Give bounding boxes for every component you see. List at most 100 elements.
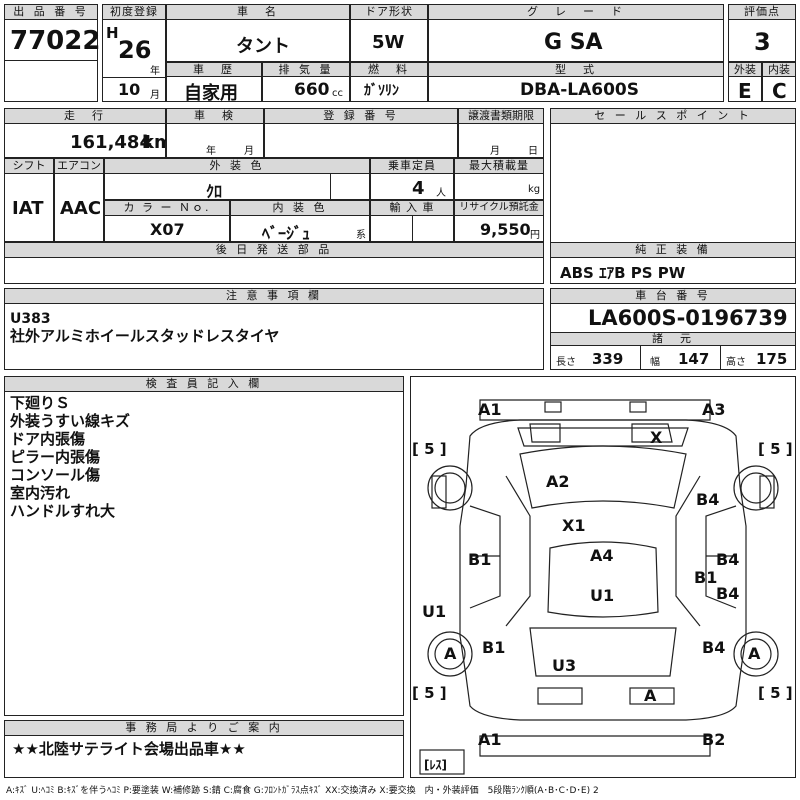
width-label: 幅 (650, 357, 660, 368)
dims-label: 諸 元 (550, 332, 796, 346)
inspector-line: ピラー内張傷 (10, 448, 101, 466)
damage-mark: B4 (696, 490, 720, 509)
recycle-unit: 円 (530, 230, 540, 241)
inspector-label: 検 査 員 記 入 欄 (4, 376, 404, 392)
legend: A:ｷｽﾞ U:ﾍｺﾐ B:ｷｽﾞを伴うﾍｺﾐ P:要塗装 W:補修跡 S:錆 … (6, 786, 599, 796)
caution-line: U383 (10, 311, 51, 327)
inspector-line: 外装うすい線キズ (10, 412, 131, 430)
diagram-box (410, 376, 796, 778)
office-message: ★★北陸サテライト会場出品車★★ (12, 740, 246, 758)
damage-mark: B1 (694, 568, 718, 587)
exterior-grade: E (738, 79, 752, 103)
transfer-day-unit: 日 (528, 146, 538, 157)
office-label: 事 務 局 よ り ご 案 内 (4, 720, 404, 736)
damage-mark: A3 (702, 400, 726, 419)
car-name-label: 車 名 (166, 4, 350, 20)
damage-mark: A4 (590, 546, 614, 565)
displacement-unit: cc (332, 88, 343, 99)
door-label: ドア形状 (350, 4, 428, 20)
inspector-line: 下廻りＳ (10, 394, 71, 412)
inspector-line: ドア内張傷 (10, 430, 86, 448)
car-diagram (419, 399, 779, 775)
color-no-label: カ ラ ー Ｎｏ. (104, 200, 230, 216)
inspector-box (4, 376, 404, 716)
inspection-month-unit: 月 (244, 146, 254, 157)
genuine-label: 純 正 装 備 (550, 242, 796, 258)
ac: AAC (60, 198, 102, 219)
damage-mark: B1 (482, 638, 506, 657)
max-load-label: 最大積載量 (454, 158, 544, 174)
ext-color-label: 外 装 色 (104, 158, 370, 174)
first-reg-year: 26 (118, 36, 152, 64)
width: 147 (678, 350, 710, 368)
fuel-label: 燃 料 (350, 62, 428, 77)
history-label: 車 歴 (166, 62, 262, 77)
height: 175 (756, 350, 788, 368)
displacement: 660 (294, 80, 330, 100)
inspector-line: 室内汚れ (10, 484, 71, 502)
tire-front-right: [ 5 ] (758, 440, 793, 458)
interior-label: 内装 (762, 62, 796, 77)
transfer-month-unit: 月 (490, 146, 500, 157)
model-label: 型 式 (428, 62, 724, 77)
damage-mark: B4 (702, 638, 726, 657)
chassis-label: 車 台 番 号 (550, 288, 796, 304)
fuel: ｶﾞｿﾘﾝ (364, 83, 399, 99)
ext-color: ｸﾛ (206, 182, 223, 201)
damage-mark: A (748, 644, 761, 663)
mileage-label: 走 行 (4, 108, 166, 124)
recycle-amount: 9,550 (480, 220, 531, 239)
lot-no-label: 出 品 番 号 (4, 4, 98, 20)
inspection-label: 車 検 (166, 108, 264, 124)
shift-label: シフト (4, 158, 54, 174)
height-label: 高さ (726, 357, 746, 368)
spare-tire: [ﾚｽ] (424, 758, 447, 772)
int-color: ﾍﾞｰｼﾞｭ (262, 224, 311, 243)
import-label: 輸 入 車 (370, 200, 454, 216)
inspection-year-unit: 年 (206, 146, 216, 157)
inspector-line: ハンドルすれ大 (10, 502, 116, 520)
shift: IAT (12, 198, 44, 219)
color-no: X07 (150, 220, 185, 239)
grade-label: グ レ ー ド (428, 4, 724, 20)
sales-point-label: セ ー ル ス ポ イ ン ト (550, 108, 796, 124)
lot-no: 77022 (10, 26, 101, 56)
chassis-no: LA600S-0196739 (588, 306, 788, 330)
exterior-label: 外装 (728, 62, 762, 77)
later-parts-label: 後 日 発 送 部 品 (4, 242, 544, 258)
damage-mark: U1 (590, 586, 615, 605)
first-reg-box (102, 4, 166, 102)
damage-mark: A1 (478, 400, 502, 419)
lot-no-box (4, 4, 98, 102)
damage-mark: X1 (562, 516, 586, 535)
displacement-label: 排 気 量 (262, 62, 350, 77)
month-unit: 月 (150, 90, 160, 101)
mileage-unit: km (142, 132, 173, 153)
first-reg-month: 10 (118, 80, 141, 99)
length-label: 長さ (556, 357, 576, 368)
damage-mark: B4 (716, 584, 740, 603)
mileage: 161,484 (70, 132, 152, 153)
damage-mark: A (444, 644, 457, 663)
caution-label: 注 意 事 項 欄 (4, 288, 544, 304)
tire-front-left: [ 5 ] (412, 440, 447, 458)
first-reg-label: 初度登録 (102, 4, 166, 20)
year-unit: 年 (150, 66, 160, 77)
capacity-label: 乗車定員 (370, 158, 454, 174)
damage-mark: B1 (468, 550, 492, 569)
length: 339 (592, 350, 624, 368)
damage-mark: A2 (546, 472, 570, 491)
genuine-equipment: ABS ｴｱB PS PW (560, 264, 686, 282)
max-load-unit: kg (528, 184, 541, 195)
transfer-label: 譲渡書類期限 (458, 108, 544, 124)
car-name: タント (236, 36, 290, 57)
int-color-unit: 系 (356, 230, 366, 241)
capacity-unit: 人 (436, 188, 446, 199)
reg-no-label: 登 録 番 号 (264, 108, 458, 124)
ac-label: エアコン (54, 158, 104, 174)
caution-line: 社外アルミホイールスタッドレスタイヤ (10, 327, 280, 345)
history: 自家用 (184, 83, 238, 104)
recycle-label: リサイクル預託金 (454, 200, 544, 216)
model: DBA-LA600S (520, 80, 639, 100)
era: H (106, 24, 119, 42)
